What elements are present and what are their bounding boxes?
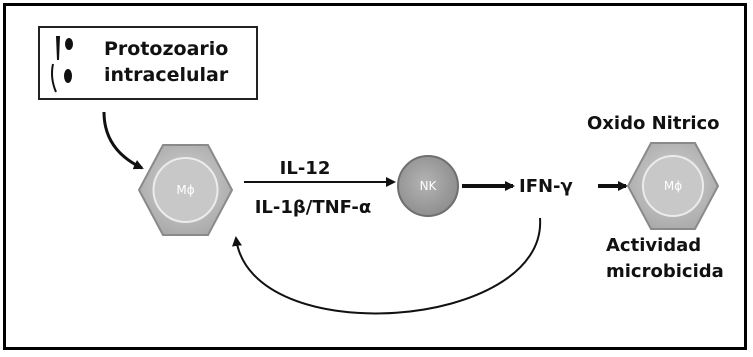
- activity-label-line2: microbicida: [606, 261, 724, 282]
- nitric-oxide-label: Oxido Nitrico: [587, 113, 720, 134]
- protozoan-label-line2: intracelular: [104, 64, 229, 86]
- feedback-loop-arrow: [232, 217, 542, 315]
- macrophage-left-nucleus: [152, 157, 219, 223]
- macrophage-right-nucleus: [642, 155, 704, 217]
- macrophage-left-label: Mϕ: [176, 183, 194, 197]
- macrophage-right-label: Mϕ: [664, 179, 682, 193]
- protozoa-icon: [51, 36, 73, 93]
- il1b-tnfa-label: IL-1β/TNF-α: [255, 197, 372, 218]
- il12-label: IL-12: [280, 158, 331, 179]
- ifn-gamma-label: IFN-γ: [519, 176, 573, 197]
- nk-cell-label: NK: [420, 179, 438, 193]
- protozoan-label: Protozoario intracelular: [104, 36, 228, 88]
- infection-arrow: [102, 111, 144, 170]
- nk-cell: [397, 155, 459, 217]
- protozoan-box: Protozoario intracelular: [38, 26, 258, 100]
- activity-label-line1: Actividad: [606, 235, 701, 256]
- protozoan-label-line1: Protozoario: [104, 38, 229, 60]
